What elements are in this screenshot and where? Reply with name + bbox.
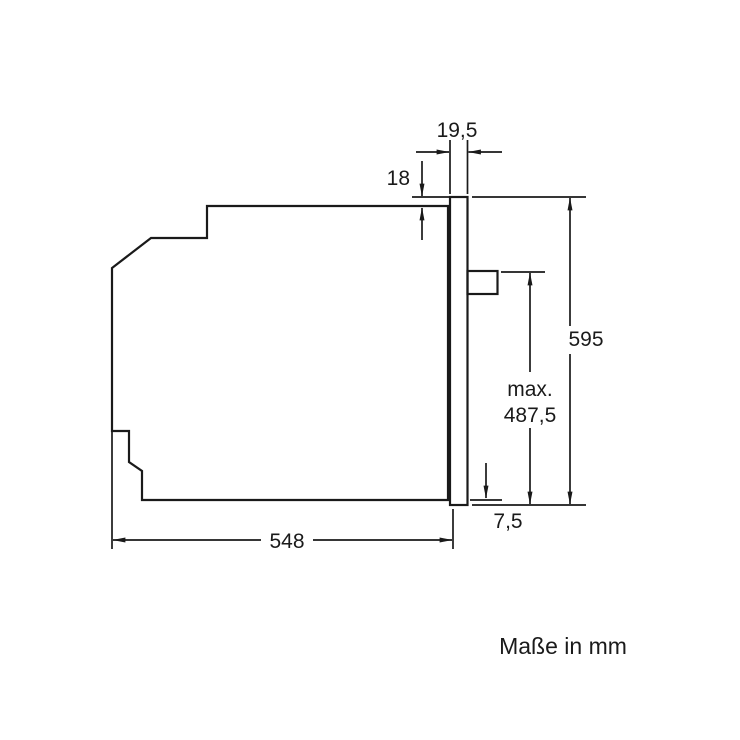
dim-max-prefix-label: max.: [507, 378, 553, 401]
dimension-top-offset: 18: [387, 161, 450, 240]
dim-18-label: 18: [387, 167, 410, 190]
dim-7-5-label: 7,5: [493, 510, 522, 533]
appliance-outline-group: [110, 195, 499, 507]
label-background: [496, 372, 564, 428]
oven-door-panel: [448, 195, 469, 507]
dimension-bottom-offset: 7,5: [470, 463, 523, 533]
dim-487-5-label: 487,5: [504, 404, 557, 427]
dim-548-label: 548: [269, 530, 304, 553]
dim-19-5-label: 19,5: [437, 119, 478, 142]
dimension-height: 595: [472, 196, 610, 506]
dimension-depth: 548: [111, 431, 454, 555]
dimension-max-handle-height: max. 487,5: [496, 271, 564, 505]
dimension-door-thickness: 19,5: [416, 119, 502, 194]
label-background: [261, 526, 313, 555]
units-note: Maße in mm: [499, 633, 627, 659]
oven-handle: [466, 269, 499, 296]
oven-body-outline: [110, 204, 450, 502]
label-background: [562, 326, 610, 354]
dim-595-label: 595: [568, 328, 603, 351]
